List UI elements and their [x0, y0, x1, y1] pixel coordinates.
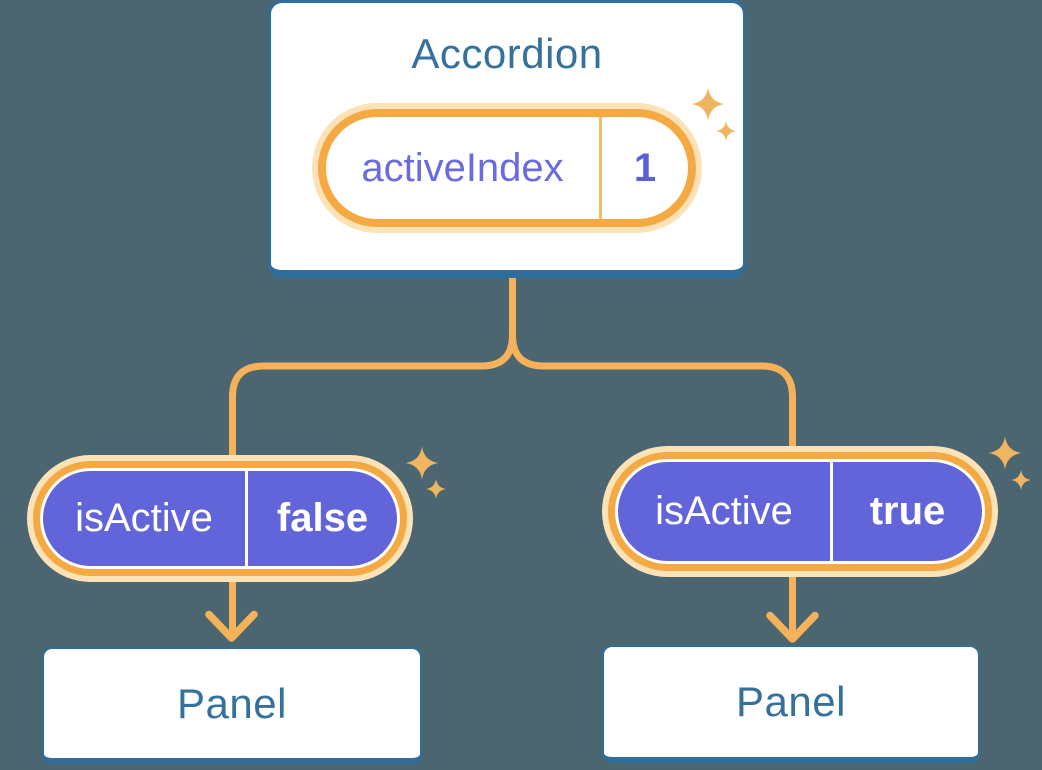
prop-pill-value: true — [869, 489, 946, 533]
prop-pill-white-ring: isActive true — [615, 459, 985, 564]
prop-pill-ring: isActive false — [33, 461, 407, 576]
state-pill-divider — [599, 117, 602, 219]
sparkle-icon — [405, 446, 439, 480]
prop-pill-face: isActive true — [618, 462, 982, 561]
panel-card-left: Panel — [42, 647, 422, 764]
state-pill-active-index: activeIndex 1 — [312, 103, 702, 233]
prop-pill-label: isActive — [655, 489, 793, 533]
state-pill-label: activeIndex — [361, 145, 564, 190]
prop-pill-white-ring: isActive false — [40, 468, 400, 569]
prop-pill-divider — [830, 462, 833, 561]
accordion-card-title: Accordion — [411, 30, 603, 77]
prop-pill-ring: isActive true — [608, 452, 992, 571]
prop-pill-is-active-false: isActive false — [27, 455, 413, 582]
state-pill-face: activeIndex 1 — [326, 117, 688, 219]
prop-pill-label: isActive — [75, 496, 213, 540]
sparkle-icon — [988, 436, 1022, 470]
prop-pill-value: false — [276, 496, 369, 540]
prop-pill-face: isActive false — [43, 471, 397, 566]
sparkle-icon — [1011, 470, 1031, 490]
prop-pill-is-active-true: isActive true — [602, 446, 998, 577]
panel-card-title: Panel — [177, 679, 287, 727]
arrowhead-right-icon — [766, 611, 819, 643]
panel-card-title: Panel — [736, 678, 846, 725]
state-pill-value: 1 — [633, 145, 657, 190]
panel-card-right: Panel — [602, 645, 980, 763]
sparkle-icon — [426, 479, 446, 499]
state-pill-ring: activeIndex 1 — [318, 109, 696, 227]
arrowhead-left-icon — [205, 610, 258, 642]
